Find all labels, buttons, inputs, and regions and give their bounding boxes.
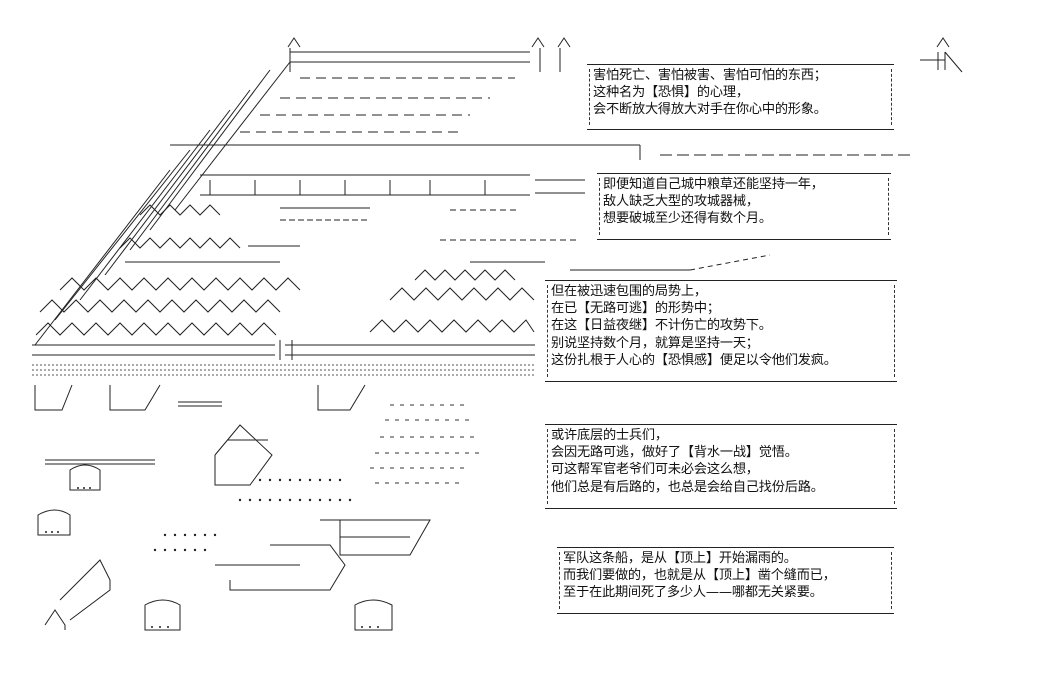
narration-line: 军队这条船，是从【顶上】开始漏雨的。	[563, 551, 797, 566]
narration-line: 而我们要做的，也就是从【顶上】凿个缝而已，	[563, 568, 836, 584]
narration-line: 可这帮军官老爷们可未必会这么想，	[551, 462, 759, 478]
narration-line: 在这【日益夜继】不计伤亡的攻势下。	[551, 318, 772, 334]
narration-line: 但在被迅速包围的局势上，	[551, 284, 707, 299]
narration-line: 想要破城至少还得有数个月。	[603, 211, 772, 227]
narration-line: 敌人缺乏大型的攻城器械，	[603, 194, 759, 210]
narration-line: 别说坚持数个月，就算是坚持一天；	[551, 335, 759, 351]
narration-box-2: 即便知道自己城中粮草还能坚持一年， 敌人缺乏大型的攻城器械， 想要破城至少还得有…	[597, 173, 891, 240]
narration-line: 在已【无路可逃】的形势中；	[551, 301, 720, 317]
narration-line: 他们总是有后路的，也总是会给自己找份后路。	[551, 479, 824, 495]
narration-box-4: 或许底层的士兵们， 会因无路可逃，做好了【背水一战】觉悟。 可这帮军官老爷们可未…	[545, 424, 897, 509]
narration-box-1: 害怕死亡、害怕被害、害怕可怕的东西； 这种名为【恐惧】的心理， 会不断放大得放大…	[587, 64, 894, 130]
narration-line: 即便知道自己城中粮草还能坚持一年，	[603, 177, 824, 192]
narration-line: 害怕死亡、害怕被害、害怕可怕的东西；	[593, 68, 827, 83]
narration-line: 这种名为【恐惧】的心理，	[593, 85, 749, 101]
narration-box-5: 军队这条船，是从【顶上】开始漏雨的。 而我们要做的，也就是从【顶上】凿个缝而已，…	[557, 547, 894, 614]
narration-box-3: 但在被迅速包围的局势上， 在已【无路可逃】的形势中； 在这【日益夜继】不计伤亡的…	[545, 280, 897, 382]
narration-line: 会不断放大得放大对手在你心中的形象。	[593, 102, 827, 118]
narration-line: 至于在此期间死了多少人——哪都无关紧要。	[563, 585, 823, 601]
narration-line: 这份扎根于人心的【恐惧感】便足以令他们发疯。	[551, 352, 837, 368]
narration-line: 或许底层的士兵们，	[551, 428, 668, 443]
narration-line: 会因无路可逃，做好了【背水一战】觉悟。	[551, 445, 798, 461]
